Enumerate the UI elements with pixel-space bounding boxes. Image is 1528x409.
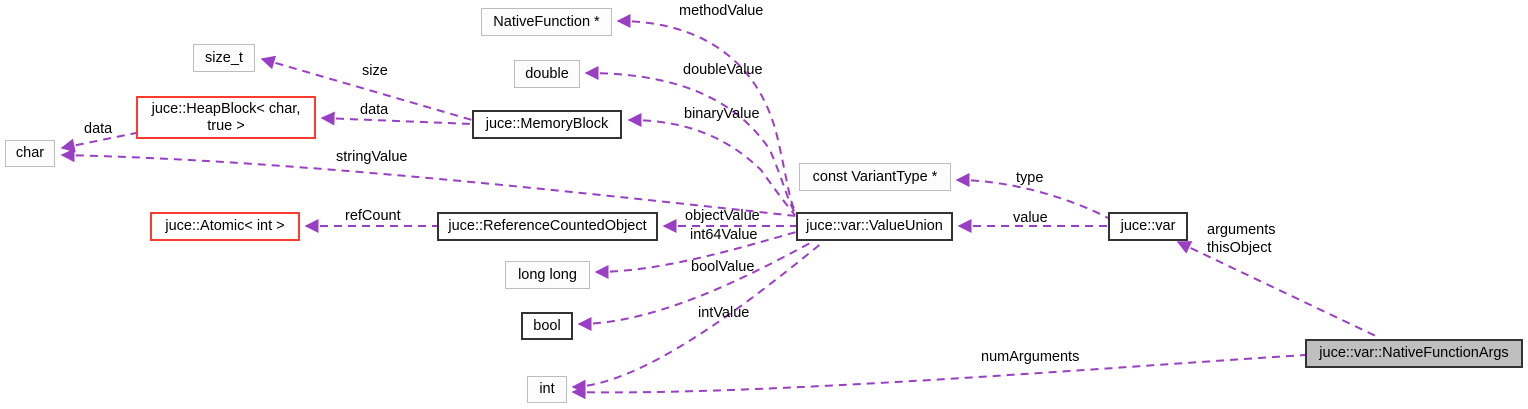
node-juce-memoryblock[interactable]: juce::MemoryBlock xyxy=(472,110,622,139)
edge-label-arguments-thisObject: arguments thisObject xyxy=(1207,222,1276,256)
edge-size xyxy=(260,55,473,121)
edge-label-type: type xyxy=(1016,170,1044,186)
edge-label-data-heapblock: data xyxy=(360,102,389,118)
edge-label-refCount: refCount xyxy=(345,208,401,224)
edge-intValue xyxy=(571,241,824,394)
edge-data-char xyxy=(60,132,137,153)
edge-arguments-thisObject xyxy=(1176,241,1381,339)
edge-data-heapblock xyxy=(320,111,473,126)
edge-label-methodValue: methodValue xyxy=(679,3,764,19)
node-char[interactable]: char xyxy=(5,140,55,167)
node-juce-var-nativefunctionargs[interactable]: juce::var::NativeFunctionArgs xyxy=(1305,339,1523,368)
edge-label-numArguments: numArguments xyxy=(981,349,1080,365)
node-long-long[interactable]: long long xyxy=(505,261,590,289)
edge-stringValue xyxy=(60,148,797,217)
edge-label-size: size xyxy=(362,63,388,79)
edge-label-objectValue: objectValue xyxy=(685,208,760,224)
edge-label-binaryValue: binaryValue xyxy=(684,106,760,122)
node-native-function-ptr[interactable]: NativeFunction * xyxy=(481,8,612,36)
edge-doubleValue xyxy=(584,66,797,215)
node-int[interactable]: int xyxy=(527,376,567,403)
edge-label-stringValue: stringValue xyxy=(336,149,408,165)
node-juce-var-valueunion[interactable]: juce::var::ValueUnion xyxy=(796,212,953,241)
edge-methodValue xyxy=(616,14,798,215)
edge-label-data-char: data xyxy=(84,121,113,137)
node-juce-atomic-int[interactable]: juce::Atomic< int > xyxy=(150,212,300,241)
edge-label-value: value xyxy=(1013,210,1048,226)
edge-boolValue xyxy=(577,241,813,331)
node-size-t[interactable]: size_t xyxy=(193,44,255,72)
edge-binaryValue xyxy=(627,113,796,216)
node-juce-var[interactable]: juce::var xyxy=(1108,212,1188,241)
edge-label-doubleValue: doubleValue xyxy=(683,62,763,78)
node-bool[interactable]: bool xyxy=(521,312,573,340)
node-const-varianttype-ptr[interactable]: const VariantType * xyxy=(799,163,951,191)
node-juce-referencecountedobject[interactable]: juce::ReferenceCountedObject xyxy=(437,212,658,241)
edge-label-boolValue: boolValue xyxy=(691,259,755,275)
node-juce-heapblock-char-true[interactable]: juce::HeapBlock< char, true > xyxy=(136,96,316,139)
edge-type xyxy=(955,173,1109,219)
node-double[interactable]: double xyxy=(514,60,580,88)
edge-numArguments xyxy=(571,354,1306,400)
edge-int64Value xyxy=(594,231,797,279)
edge-label-int64Value: int64Value xyxy=(690,227,758,243)
edge-label-intValue: intValue xyxy=(698,305,750,321)
